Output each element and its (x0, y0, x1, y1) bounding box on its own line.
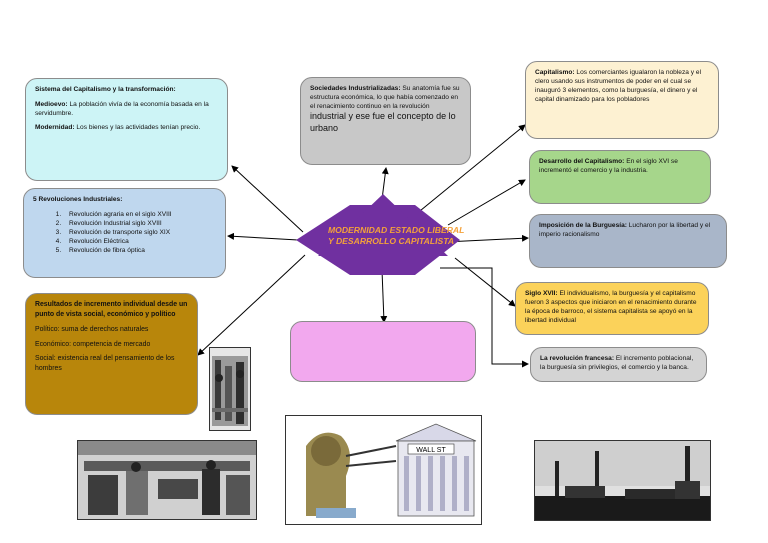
node-capitalismo: Capitalismo: Los comerciantes igualaron … (525, 61, 719, 139)
node-empty (290, 321, 476, 382)
wall-st-sign: WALL ST (416, 447, 446, 454)
resultados-item: Social: existencia real del pensamiento … (35, 355, 175, 372)
node-sociedades: Sociedades Industrializadas: Su anatomía… (300, 77, 471, 165)
industrial-workers-engraving-image (209, 347, 251, 431)
node-resultados: Resultados de incremento individual desd… (25, 293, 198, 415)
desarrollo-label: Desarrollo del Capitalismo: (539, 158, 625, 165)
cartoon-drawing: WALL ST (286, 416, 481, 524)
edge-imposicion (444, 234, 529, 243)
imposicion-label: Imposición de la Burguesía: (539, 222, 627, 229)
revolucion-item: Revolución Industrial siglo XVIII (63, 219, 216, 228)
siglo-label: Siglo XVII: (525, 290, 558, 297)
sistema-label-modernidad: Modernidad: (35, 124, 75, 132)
node-desarrollo: Desarrollo del Capitalismo: En el siglo … (529, 150, 711, 204)
engraving-drawing (210, 348, 250, 430)
industrial-skyline-image (534, 440, 711, 521)
sistema-text-medioevo: La población vivía de la economía basada… (35, 101, 209, 118)
sistema-label-medioevo: Medioevo: (35, 101, 68, 109)
edge-francesa (440, 267, 529, 368)
francesa-text: El incremento poblacional, la burguesía … (540, 355, 694, 372)
desarrollo-text: En el siglo XVI se incrementó el comerci… (539, 158, 678, 175)
edge-resultados (197, 254, 306, 356)
center-title: MODERNIDAD ESTADO LIBERAL Y DESARROLLO C… (328, 225, 465, 246)
node-sistema-title: Sistema del Capitalismo y la transformac… (35, 86, 176, 93)
capitalismo-label: Capitalismo: (535, 69, 575, 76)
sociedades-large-text: industrial y ese fue el concepto de lo u… (310, 111, 456, 133)
edge-revoluciones (227, 232, 299, 241)
node-francesa: La revolución francesa: El incremento po… (530, 347, 707, 382)
node-revoluciones-title: 5 Revoluciones Industriales: (33, 196, 123, 203)
edge-empty (380, 269, 388, 323)
edge-capitalismo (414, 124, 526, 216)
factory-drawing (78, 441, 256, 519)
sociedades-text: Su anatomía fue su estructura económica,… (310, 85, 460, 111)
sociedades-label: Sociedades Industrializadas: (310, 85, 401, 92)
francesa-label: La revolución francesa: (540, 355, 615, 362)
resultados-item: Político: suma de derechos naturales (35, 326, 149, 334)
capitalismo-text: Los comerciantes igualaron la nobleza y … (535, 69, 702, 104)
node-sistema: Sistema del Capitalismo y la transformac… (25, 78, 228, 181)
edge-sistema (231, 165, 304, 233)
node-siglo: Siglo XVII: El individualismo, la burgue… (515, 282, 709, 335)
node-imposicion: Imposición de la Burguesía: Lucharon por… (529, 214, 727, 268)
imposicion-text: Lucharon por la libertad y el imperio ra… (539, 222, 711, 239)
wall-street-cartoon-image: WALL ST (285, 415, 482, 525)
revolucion-item: Revolución de fibra óptica (63, 246, 216, 255)
revolucion-item: Revolución Eléctrica (63, 237, 216, 246)
node-revoluciones: 5 Revoluciones Industriales: Revolución … (23, 188, 226, 278)
factory-workshop-image (77, 440, 257, 520)
edge-desarrollo (447, 179, 526, 226)
sistema-text-modernidad: Los bienes y las actividades tenían prec… (74, 124, 201, 132)
edge-siglo (454, 257, 516, 307)
revolucion-item: Revolución agraria en el siglo XVIII (63, 210, 216, 219)
revolucion-item: Revolución de transporte siglo XIX (63, 228, 216, 237)
siglo-text: El individualismo, la burguesía y el cap… (525, 290, 697, 325)
resultados-item: Económico: competencia de mercado (35, 340, 151, 348)
skyline-drawing (535, 441, 710, 520)
node-resultados-title: Resultados de incremento individual desd… (35, 301, 188, 318)
